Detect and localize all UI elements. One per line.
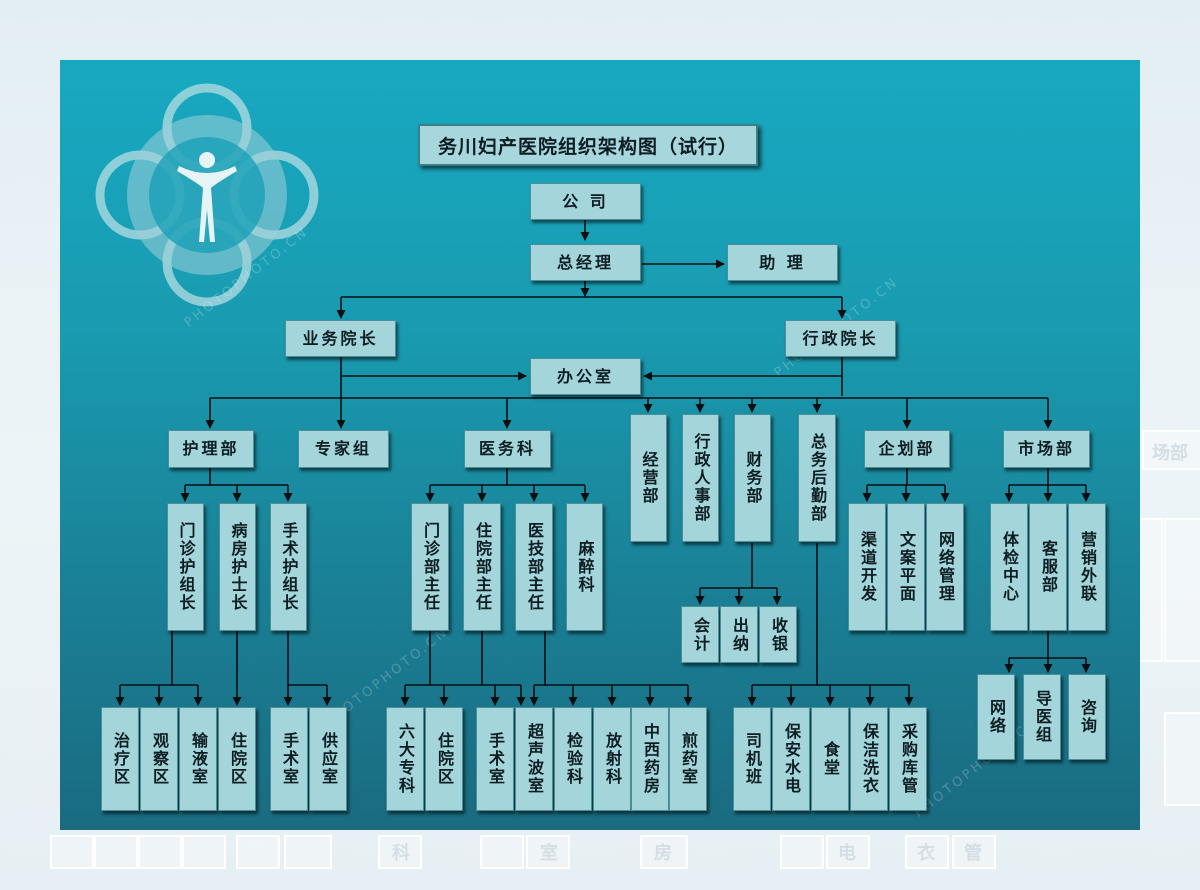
node-medtech-director: 医技部主任	[515, 503, 553, 631]
ghost-text: 管	[964, 843, 982, 864]
ghost-box	[94, 835, 138, 869]
node-network: 网络	[977, 674, 1015, 760]
hospital-logo	[95, 83, 319, 307]
node-office: 办公室	[530, 358, 641, 395]
node-cashier: 出纳	[720, 606, 758, 663]
ghost-box: 衣	[905, 835, 949, 869]
node-radiology: 放射科	[593, 707, 631, 811]
ghost-text: 科	[392, 843, 410, 864]
node-decoction-room: 煎药室	[669, 707, 707, 811]
node-checkup-center: 体检中心	[990, 503, 1028, 631]
ghost-box	[236, 835, 280, 869]
ghost-box	[1164, 518, 1200, 662]
ghost-box	[284, 835, 332, 869]
chart-title: 务川妇产医院组织架构图（试行）	[418, 124, 758, 166]
ghost-box: 科	[378, 835, 422, 869]
node-surgery-nurse-lead: 手术护组长	[270, 503, 307, 631]
ghost-text: 室	[540, 843, 558, 864]
ghost-box: 管	[952, 835, 996, 869]
node-admin-dean: 行政院长	[785, 320, 896, 357]
ghost-box: 电	[826, 835, 870, 869]
ghost-box	[480, 835, 524, 869]
node-treatment-area: 治疗区	[101, 707, 139, 811]
ghost-text: 衣	[917, 843, 935, 864]
ghost-box	[50, 835, 94, 869]
ghost-box: 场部	[1142, 430, 1200, 470]
node-inpatient-director: 住院部主任	[463, 503, 501, 631]
node-infusion-room: 输液室	[179, 707, 217, 811]
node-channel-development: 渠道开发	[848, 503, 886, 631]
connector-lines	[115, 220, 1091, 706]
node-pharmacy: 中西药房	[631, 707, 669, 811]
node-marketing-dept: 市场部	[1003, 430, 1090, 468]
ghost-box: 房	[640, 835, 688, 869]
node-canteen: 食堂	[811, 707, 849, 811]
node-anesthesia: 麻醉科	[566, 503, 603, 631]
ghost-text: 场部	[1152, 443, 1188, 464]
node-logistics-dept: 总务后勤部	[798, 414, 836, 542]
node-ward-head-nurse: 病房护士长	[219, 503, 256, 631]
node-guide-group: 导医组	[1023, 674, 1061, 760]
node-outpatient-director: 门诊部主任	[411, 503, 449, 631]
node-consult: 咨询	[1068, 674, 1106, 760]
node-drivers-team: 司机班	[733, 707, 771, 811]
node-customer-service: 客服部	[1029, 503, 1067, 631]
node-security-utilities: 保安水电	[772, 707, 810, 811]
node-expert-group: 专家组	[298, 430, 389, 468]
ghost-box	[138, 835, 182, 869]
node-inpatient-area: 住院区	[218, 707, 256, 811]
node-hr-dept: 行政人事部	[682, 414, 719, 542]
ghost-text: 房	[654, 843, 672, 864]
ghost-text: 电	[838, 843, 856, 864]
node-business-dean: 业务院长	[285, 320, 396, 357]
node-collection: 收银	[759, 606, 797, 663]
node-planning-dept: 企划部	[864, 430, 950, 468]
node-operating-room: 手术室	[476, 707, 514, 811]
node-ultrasound-room: 超声波室	[515, 707, 553, 811]
ghost-box	[780, 835, 824, 869]
node-supply-room: 供应室	[309, 707, 347, 811]
node-cleaning-laundry: 保洁洗衣	[850, 707, 888, 811]
node-company: 公 司	[530, 183, 641, 220]
node-general-manager: 总经理	[530, 244, 641, 281]
org-chart-board: PHOTOPHOTO.CN PHOTOPHOTO.CN PHOTOPHOTO.C…	[60, 60, 1140, 830]
node-medical-affairs: 医务科	[464, 430, 551, 468]
node-assistant: 助 理	[727, 244, 838, 281]
node-outpatient-nurse-lead: 门诊护组长	[167, 503, 204, 631]
node-operations-dept: 经营部	[630, 414, 667, 542]
ghost-box	[182, 835, 226, 869]
node-accounting: 会计	[681, 606, 719, 663]
node-inpatient-area: 住院区	[425, 707, 463, 811]
node-purchasing-storage: 采购库管	[889, 707, 927, 811]
node-observation-area: 观察区	[140, 707, 178, 811]
node-operating-room: 手术室	[270, 707, 308, 811]
node-network-management: 网络管理	[926, 503, 964, 631]
node-copy-design: 文案平面	[887, 503, 925, 631]
node-nursing-dept: 护理部	[168, 430, 254, 468]
node-finance-dept: 财务部	[734, 414, 771, 542]
ghost-box: 室	[526, 835, 570, 869]
node-six-specialties: 六大专科	[386, 707, 424, 811]
node-laboratory: 检验科	[554, 707, 592, 811]
node-sales-outreach: 营销外联	[1068, 503, 1106, 631]
ghost-box	[1164, 712, 1200, 806]
